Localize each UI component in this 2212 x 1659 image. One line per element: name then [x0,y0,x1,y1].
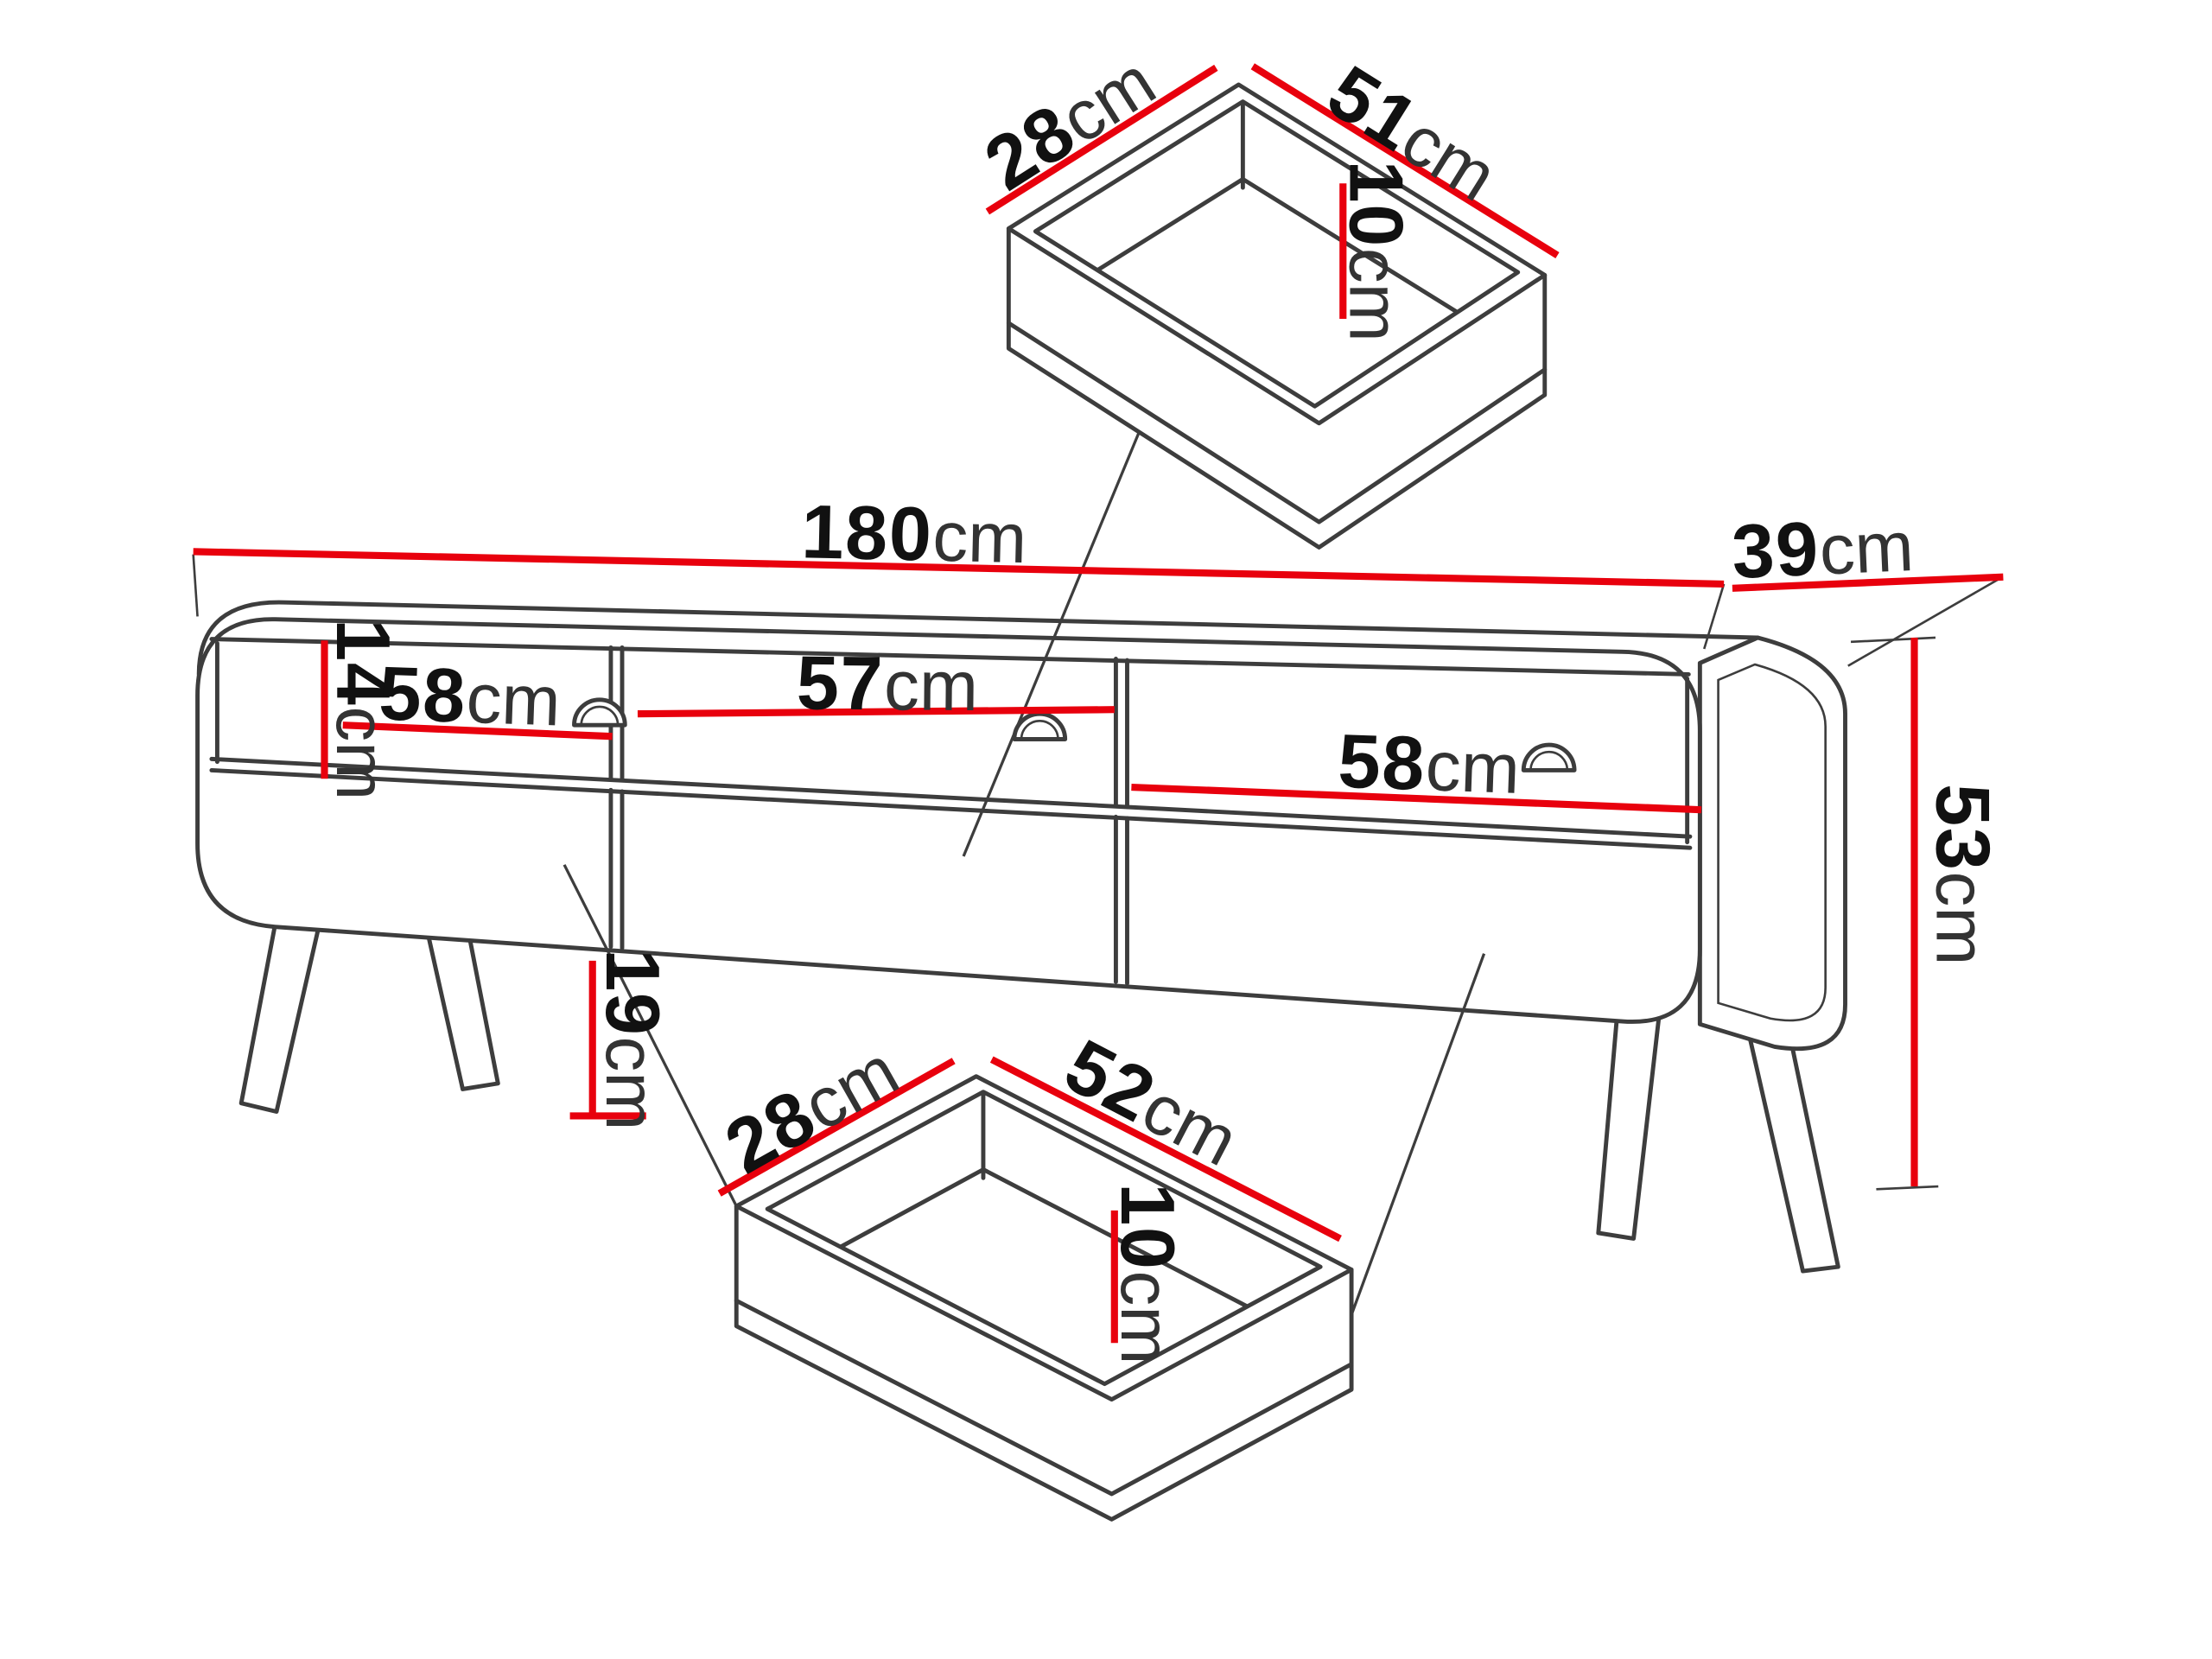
extension-lines [192,554,1999,1191]
cable-hole-left-inner-icon [580,705,620,726]
dim-line-bottom-drawer-depth [717,1058,956,1197]
bottom-drawer-base-groove [734,1298,1354,1497]
cable-hole-right-icon [1521,742,1577,772]
drawer-gap-right [1113,814,1129,986]
bottom-drawer-inner-corner-edges [767,1091,1321,1384]
top-drawer-base-groove [1006,321,1548,524]
bottom-drawer-inner-bottom [767,1167,1321,1384]
dim-shelf-height-label: 14cm [321,619,406,800]
dim-line-middle-compartment [637,706,1115,718]
bottom-drawer-front-rim-edges [734,1204,1354,1402]
cabinet-side-panel [1697,635,1847,1052]
bottom-drawer [734,1074,1354,1522]
dim-line-right-compartment [1131,783,1702,814]
tv-stand-cabinet [195,600,1847,1274]
dim-middle-compartment-label: 57cm [796,639,978,727]
height-tick-top [1850,636,1936,644]
dim-top-drawer-height-label: 10cm [1333,161,1419,342]
dim-line-top-drawer-depth [985,64,1218,215]
width-extension-right [1702,583,1726,650]
dim-line-bottom-drawer-width [989,1056,1342,1243]
bottom-drawer-callout-line-right [1350,953,1486,1316]
dim-cabinet-depth-label: 39cm [1730,501,1915,594]
shelf-divider-right [1113,657,1129,810]
leg-front-left-outer [238,907,324,1114]
depth-extension-right [1847,578,1999,667]
dim-line-cabinet-width [193,548,1725,588]
dim-line-top-drawer-width [1250,63,1560,258]
cable-hole-left-icon [572,697,627,728]
dim-ground-clearance-label: 19cm [590,949,676,1130]
dim-left-compartment-label: 58cm [378,650,562,741]
cabinet-top-back-edge [196,600,1760,677]
dim-cabinet-height-label: 53cm [1921,784,2006,965]
top-drawer-inner-corner-edges [1035,101,1518,407]
top-drawer-front-rim-edges [1006,226,1548,426]
cabinet-inner-top-edge [209,637,1691,677]
shelf-front-edge-top [209,756,1693,839]
leg-front-right-inner [1596,985,1664,1241]
dim-right-compartment-label: 58cm [1337,718,1521,810]
dim-bottom-drawer-height-label: 10cm [1105,1183,1191,1364]
cable-hole-right-inner-icon [1529,750,1569,771]
dim-line-ground-clearance [569,960,646,1120]
top-drawer [1006,82,1548,550]
drawer-gap-left [608,787,625,950]
top-drawer-callout-line [962,429,1141,857]
dim-line-left-compartment [342,721,613,741]
bottom-drawer-interior [767,1091,1321,1384]
dim-line-cabinet-depth [1732,573,2004,592]
width-extension-left [192,554,199,617]
height-tick-bottom [1876,1185,1939,1191]
dimension-lines [193,63,2004,1344]
dim-cabinet-width-label: 180cm [800,488,1027,579]
cabinet-side-panel-inset [1717,663,1827,1022]
top-drawer-interior [1035,101,1518,407]
shelf-front-edge-bottom [209,767,1693,850]
callout-lines [563,429,1486,1316]
top-drawer-inner-bottom [1035,176,1518,407]
cable-hole-middle-inner-icon [1020,719,1059,740]
bottom-drawer-callout-line-left [563,864,738,1207]
